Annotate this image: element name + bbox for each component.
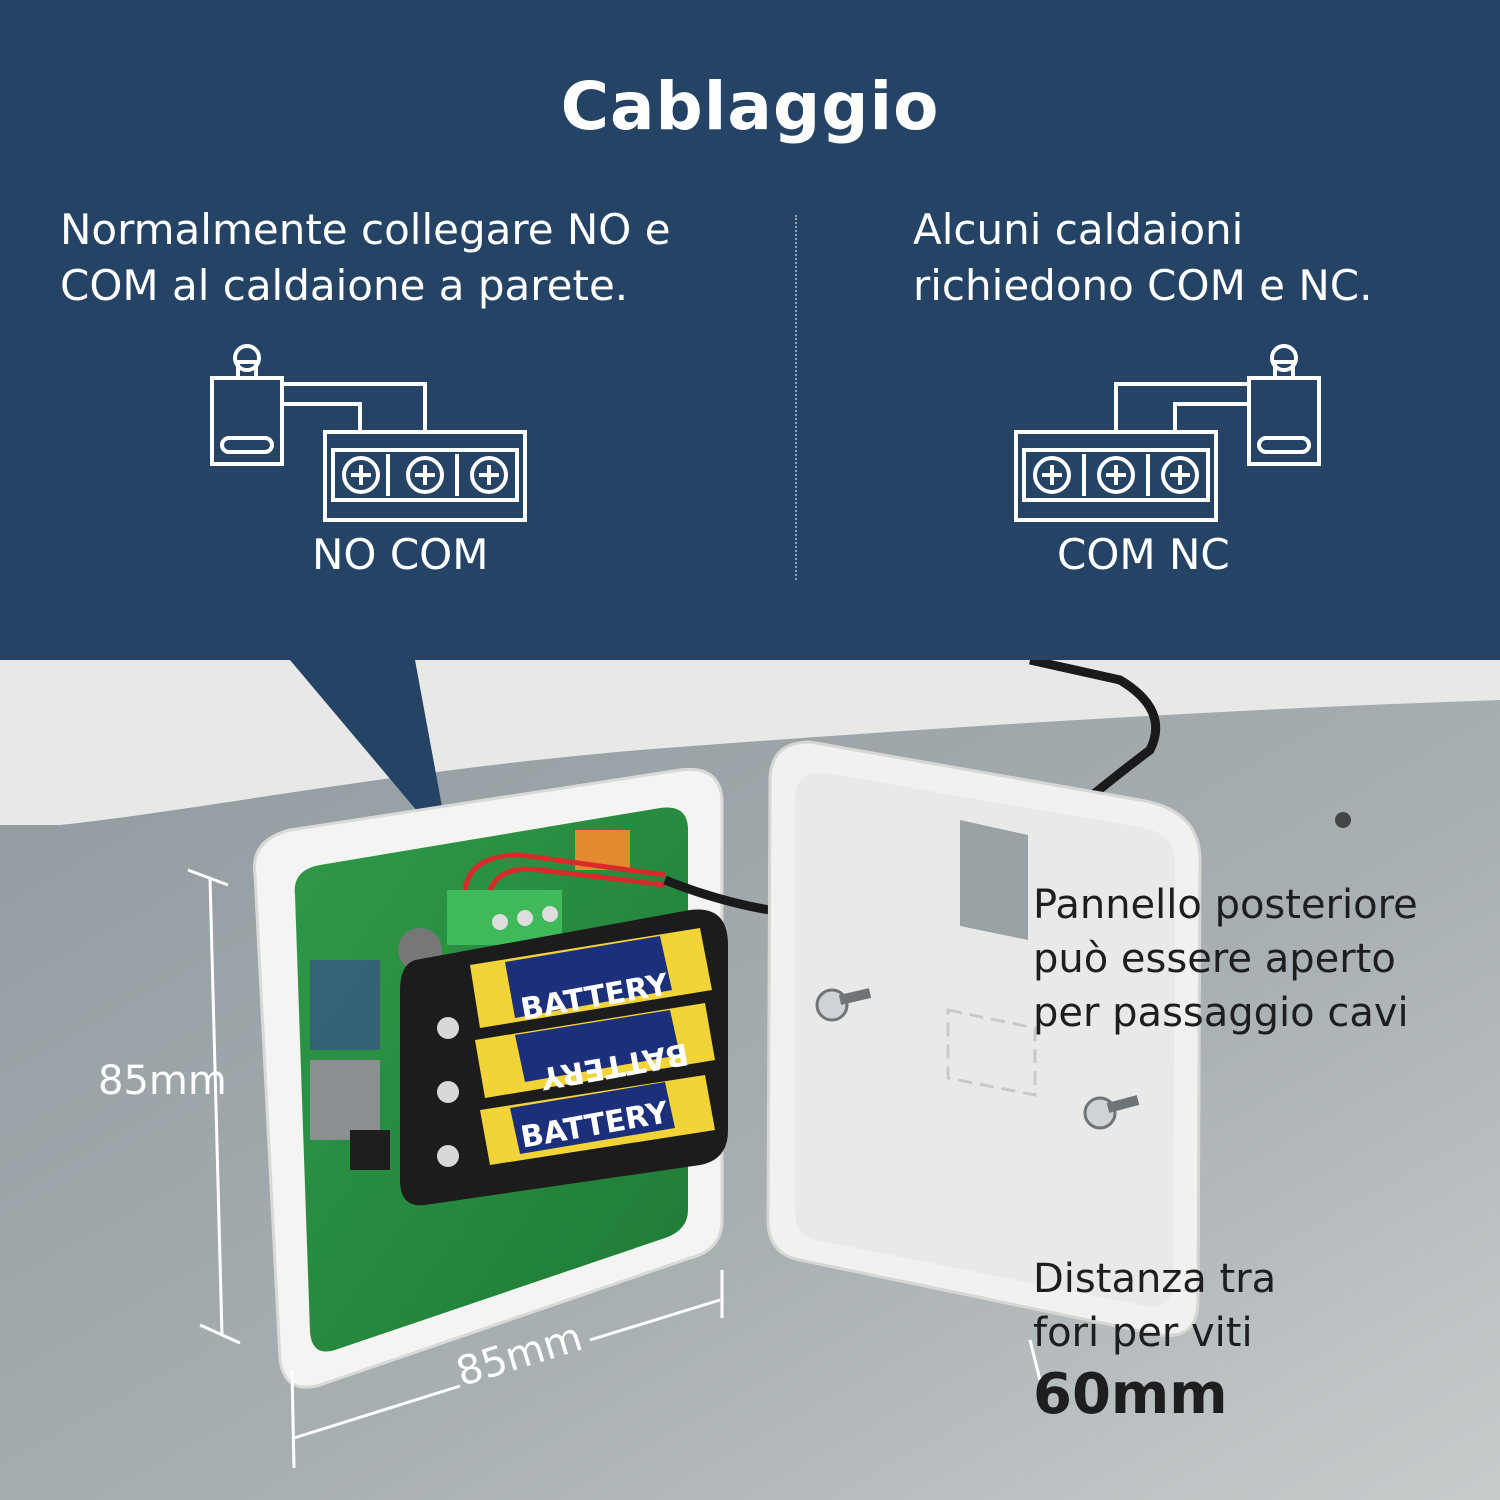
battery-1	[470, 928, 712, 1028]
back-panel-note: Pannello posteriore può essere aperto pe…	[1033, 882, 1418, 1036]
back-panel	[766, 740, 1351, 1338]
boiler-icon	[210, 344, 284, 466]
terminal-block-icon	[323, 430, 527, 522]
battery-2	[475, 1003, 715, 1098]
screw-distance-label: Distanza tra fori per viti	[1033, 1256, 1277, 1356]
battery-3	[480, 1075, 715, 1165]
wifi-module	[310, 960, 380, 1050]
thermostat-illustration	[0, 660, 1500, 1500]
device-photo: 85mm 85mm Pannello posteriore può essere…	[0, 660, 1500, 1500]
battery-holder	[400, 909, 728, 1206]
wall	[0, 660, 1500, 1500]
left-terminal-label: NO COM	[312, 530, 489, 579]
right-wiring-diagram	[1014, 344, 1321, 522]
red-wire	[462, 852, 666, 891]
terminal-block-icon	[1014, 430, 1218, 522]
chip-module	[310, 1060, 380, 1140]
page-title: Cablaggio	[560, 68, 940, 145]
screw-distance-value: 60mm	[1033, 1362, 1228, 1427]
screw-top-icon	[815, 988, 872, 1022]
cable-opening	[960, 820, 1028, 940]
right-wiring-description: Alcuni caldaioni richiedono COM e NC.	[913, 205, 1373, 310]
left-wiring-description: Normalmente collegare NO e COM al caldai…	[60, 205, 671, 310]
boiler-icon	[1247, 344, 1321, 466]
callout-pointer	[290, 660, 450, 850]
left-wiring-diagram	[210, 344, 527, 522]
screw-bottom-icon	[1083, 1095, 1140, 1130]
panel-divider	[795, 215, 797, 580]
processor-chip	[350, 1130, 390, 1170]
height-dimension-label: 85mm	[98, 1058, 227, 1104]
wiring-info-panel: Cablaggio Normalmente collegare NO e COM…	[0, 0, 1500, 660]
wall-hole	[1335, 812, 1351, 828]
dimension-lines	[187, 868, 1042, 1469]
right-terminal-label: COM NC	[1057, 530, 1230, 579]
knockout-outline	[946, 1008, 1037, 1097]
